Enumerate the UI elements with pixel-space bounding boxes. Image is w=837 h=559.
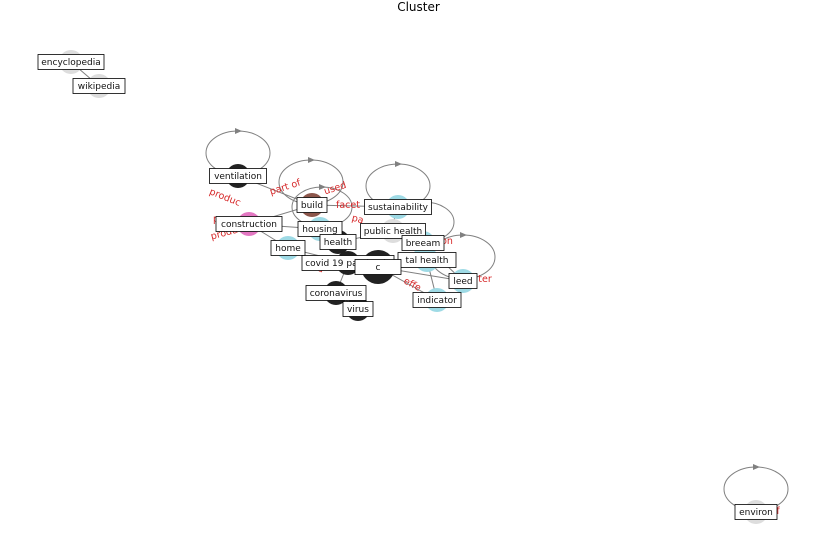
arrowhead-housing (319, 184, 326, 190)
label-box (448, 273, 478, 289)
node-label: build (301, 201, 323, 211)
node-label-box-housing: housing (297, 221, 343, 237)
node-label-box-virus: virus (342, 301, 374, 317)
edge-label: pa (350, 213, 364, 227)
label-box (734, 504, 778, 520)
arrowhead-environ (753, 464, 760, 470)
node-label-box-public-health: public health (360, 223, 426, 239)
node-label: environ (739, 508, 773, 518)
node-label-box-ventilation: ventilation (209, 168, 267, 184)
node-labels-layer: encyclopedia wikipedia ventilation build sus… (37, 54, 778, 520)
node-label: housing (302, 225, 338, 235)
label-box (360, 223, 426, 239)
label-box (72, 78, 126, 94)
label-box (209, 168, 267, 184)
edge-label: f (776, 506, 780, 517)
label-box (215, 216, 283, 232)
node-label: breeam (406, 239, 441, 249)
node-label: construction (221, 220, 277, 230)
label-box (319, 234, 357, 250)
edge-label: on (441, 236, 453, 247)
node-label: virus (347, 305, 369, 315)
edges-layer (70, 61, 789, 512)
node-label: leed (453, 277, 472, 287)
label-box (37, 54, 105, 70)
node-label-box-environ: environ (734, 504, 778, 520)
edge-labels-layer: part ofusedproducfacetpprodupaonctedeffe… (208, 177, 781, 517)
edge-label: ter (478, 274, 492, 285)
node-label-box-home: home (270, 240, 306, 256)
node-label: covid 19 pandemic (305, 259, 391, 269)
node-label-box-health: health (319, 234, 357, 250)
node-label-box-construction: construction (215, 216, 283, 232)
node-label: home (275, 244, 301, 254)
node-label: c (376, 263, 381, 273)
node-label-box-build: build (296, 197, 328, 213)
label-box (270, 240, 306, 256)
arrowhead-sustainability (395, 161, 402, 167)
label-box (305, 285, 367, 301)
label-box (364, 199, 432, 215)
label-box (342, 301, 374, 317)
node-label-box-environmental-health: tal health (397, 252, 457, 268)
node-label: ventilation (214, 172, 262, 182)
node-label-box-wikipedia: wikipedia (72, 78, 126, 94)
node-label-box-encyclopedia: encyclopedia (37, 54, 105, 70)
node-label: encyclopedia (41, 58, 100, 68)
node-label: tal health (406, 256, 449, 266)
node-label: indicator (417, 296, 457, 306)
edge-label: used (323, 180, 348, 198)
node-label-box-breeam: breeam (401, 235, 445, 251)
node-label: health (324, 238, 353, 248)
node-label-box-sustainability: sustainability (364, 199, 432, 215)
edge-label: facet (336, 200, 360, 211)
node-label: wikipedia (78, 82, 121, 92)
edge-label: effe (402, 276, 423, 294)
node-label: public health (364, 227, 422, 237)
node-label-box-coronavirus: coronavirus (305, 285, 367, 301)
node-label-box-indicator: indicator (412, 292, 462, 308)
node-label-box-leed: leed (448, 273, 478, 289)
label-box (401, 235, 445, 251)
chart-title: Cluster (397, 0, 440, 14)
label-box (412, 292, 462, 308)
edge-label: produc (208, 186, 243, 208)
arrowhead-build (308, 157, 315, 163)
arrowhead-leed (460, 232, 467, 238)
node-label-box-epidemic: c (354, 259, 402, 275)
label-box (354, 259, 402, 275)
arrowhead-ventilation (235, 128, 242, 134)
node-label: sustainability (368, 203, 429, 213)
node-label: coronavirus (310, 289, 363, 299)
label-box (296, 197, 328, 213)
